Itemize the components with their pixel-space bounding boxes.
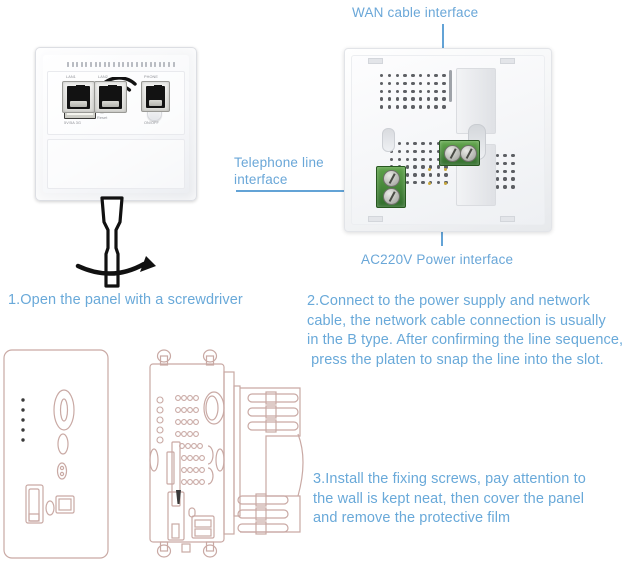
corner-tab-bottom-left bbox=[368, 216, 383, 222]
usb-port-label: 5V/5A 3G bbox=[64, 120, 82, 125]
rear-panel-body bbox=[351, 55, 545, 225]
power-screw-1[interactable] bbox=[444, 145, 461, 162]
line-drawing-module-assembly bbox=[148, 348, 310, 565]
line-drawing-faceplate bbox=[2, 348, 110, 565]
power-screw-2[interactable] bbox=[460, 145, 477, 162]
front-panel-lower-section bbox=[47, 139, 185, 189]
corner-tab-top-left bbox=[368, 58, 383, 64]
step-2-line-3: in the B type. After confirming the line… bbox=[307, 332, 624, 348]
annotation-wan-cable-interface: WAN cable interface bbox=[352, 5, 479, 20]
screw-slot-left bbox=[382, 128, 395, 152]
front-panel-photo: 5V/5A 3G Reset ON/OFF LAN1 LAN2 PHONE bbox=[35, 47, 197, 201]
step-3-line-2: the wall is kept neat, then cover the pa… bbox=[313, 490, 585, 507]
lan1-label: LAN1 bbox=[66, 74, 76, 79]
phone-port[interactable] bbox=[141, 81, 170, 112]
rib-divider bbox=[449, 70, 452, 102]
corner-tab-bottom-right bbox=[500, 216, 515, 222]
contact-pad-1 bbox=[428, 168, 432, 172]
lan2-label: LAN2 bbox=[98, 74, 108, 79]
step-2-line-1: 2.Connect to the power supply and networ… bbox=[307, 293, 590, 309]
ac-power-terminal-block[interactable] bbox=[439, 140, 480, 166]
step-2-line-4: press the platen to snap the line into t… bbox=[307, 351, 604, 368]
step-3-caption: 3.Install the fixing screws, pay attenti… bbox=[313, 470, 586, 529]
contact-pad-3 bbox=[428, 182, 432, 186]
reset-label: Reset bbox=[97, 115, 108, 120]
step-2-caption: 2.Connect to the power supply and networ… bbox=[307, 292, 623, 370]
step-1-line-1: 1.Open the panel with a screwdriver bbox=[8, 292, 243, 308]
vent-hole-grid-upper bbox=[380, 74, 446, 109]
annotation-telephone-line-1: Telephone line bbox=[234, 155, 324, 170]
telephone-terminal-block[interactable] bbox=[376, 166, 406, 208]
vent-slot-strip bbox=[67, 61, 175, 67]
screwdriver-illustration bbox=[60, 196, 170, 288]
step-3-line-1: 3.Install the fixing screws, pay attenti… bbox=[313, 471, 586, 487]
phone-label: PHONE bbox=[144, 74, 158, 79]
lan2-port[interactable] bbox=[94, 81, 127, 113]
terminal-screw-2[interactable] bbox=[383, 188, 400, 205]
contact-pad-4 bbox=[444, 182, 448, 186]
step-2-line-2: cable, the network cable connection is u… bbox=[307, 312, 606, 329]
step-3-line-3: and remove the protective film bbox=[313, 510, 511, 526]
rib-panel-top-right bbox=[456, 68, 496, 134]
on-off-label: ON/OFF bbox=[144, 120, 159, 125]
annotation-telephone-line-2: interface bbox=[234, 172, 288, 187]
front-panel-face: 5V/5A 3G Reset ON/OFF LAN1 LAN2 PHONE bbox=[43, 55, 189, 193]
step-1-caption: 1.Open the panel with a screwdriver bbox=[8, 291, 243, 311]
corner-tab-top-right bbox=[500, 58, 515, 64]
annotation-ac220v-power-interface: AC220V Power interface bbox=[361, 252, 514, 267]
rear-panel-photo bbox=[344, 48, 552, 232]
lan1-port[interactable] bbox=[62, 81, 95, 113]
terminal-screw-1[interactable] bbox=[383, 170, 400, 187]
leader-line-telephone bbox=[236, 190, 364, 192]
contact-pad-2 bbox=[444, 168, 448, 172]
